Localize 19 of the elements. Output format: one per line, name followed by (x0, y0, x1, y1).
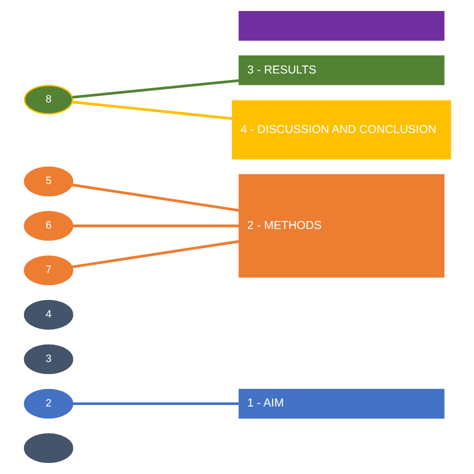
connector (71, 240, 239, 268)
connector (72, 79, 239, 99)
node-box (238, 10, 444, 41)
node-ellipse: 5 (23, 166, 73, 196)
connector (71, 184, 239, 212)
node-box: 3 - RESULTS (238, 55, 444, 86)
node-ellipse: 4 (23, 300, 73, 330)
connector (72, 402, 239, 406)
node-box: 1 - AIM (238, 388, 444, 419)
connector (72, 100, 232, 120)
node-ellipse: 6 (23, 211, 73, 241)
node-ellipse: 3 (23, 344, 73, 374)
node-ellipse (23, 433, 73, 464)
node-ellipse: 7 (23, 255, 73, 286)
connector (72, 224, 239, 228)
node-ellipse: 8 (23, 84, 73, 115)
node-box: 2 - METHODS (238, 174, 444, 278)
node-box: 4 - DISCUSSION AND CONCLUSION (231, 100, 451, 160)
node-ellipse: 2 (23, 388, 73, 419)
